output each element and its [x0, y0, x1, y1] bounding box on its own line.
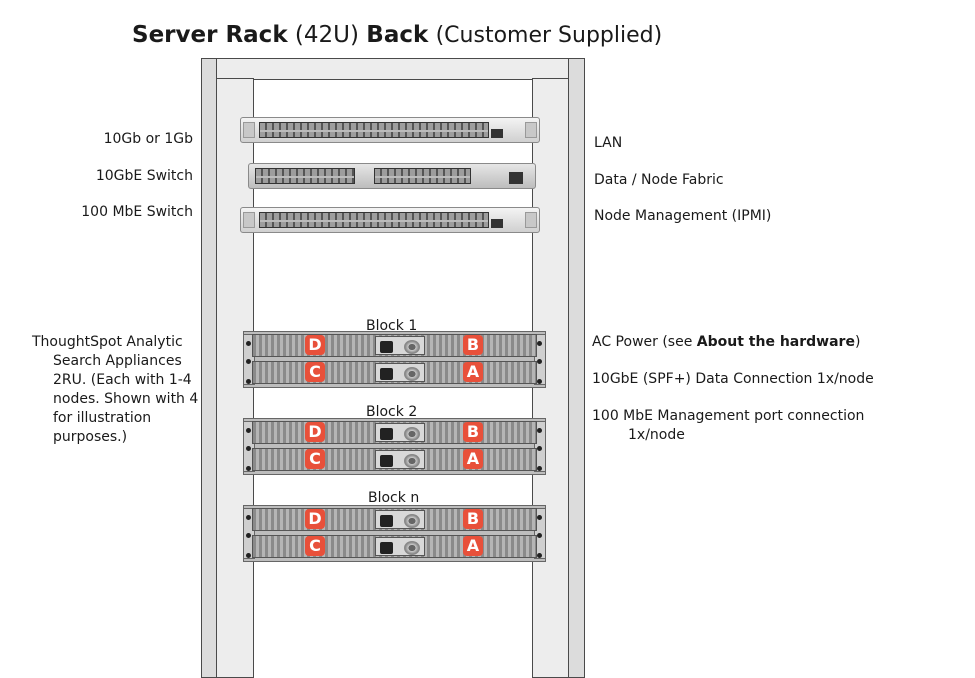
management-port: [509, 172, 523, 184]
title-note: (Customer Supplied): [435, 23, 663, 48]
appliance-line: ThoughtSpot Analytic: [32, 334, 183, 350]
switch-ear: [243, 212, 255, 228]
power-supply: [375, 336, 425, 355]
appliance-line: nodes. Shown with 4: [53, 391, 199, 407]
rack-top-rail: [216, 58, 570, 80]
port-array: [374, 168, 471, 184]
mounting-ear: [534, 421, 546, 472]
mounting-ear: [534, 508, 546, 559]
label-lan: LAN: [594, 135, 623, 151]
node-badge: B: [463, 509, 483, 529]
label-data-switch: 10GbE Switch: [95, 168, 193, 184]
node-badge: C: [305, 536, 325, 556]
node-badge: A: [463, 362, 483, 382]
node-badge: A: [463, 536, 483, 556]
appliance-line: 2RU. (Each with 1-4: [53, 372, 192, 388]
title-rack: Server Rack: [132, 22, 288, 48]
power-supply: [375, 423, 425, 442]
port-array: [259, 122, 489, 138]
power-supply: [375, 450, 425, 469]
ac-power-text: AC Power (see: [592, 334, 697, 350]
rack-post-right-outer: [568, 58, 585, 678]
power-supply: [375, 537, 425, 556]
management-switch: [240, 207, 540, 233]
title-units: (42U): [294, 22, 359, 48]
label-data-connection: 10GbE (SPF+) Data Connection 1x/node: [592, 371, 874, 387]
node-badge: C: [305, 362, 325, 382]
console-port: [491, 129, 503, 138]
switch-ear: [243, 122, 255, 138]
label-node-management: Node Management (IPMI): [594, 208, 772, 224]
label-lan-switch: 10Gb or 1Gb: [103, 131, 193, 147]
block-label: Block 1: [366, 318, 418, 334]
node-badge: A: [463, 449, 483, 469]
appliance-line: purposes.): [53, 429, 128, 445]
port-array: [259, 212, 489, 228]
switch-ear: [525, 122, 537, 138]
mounting-ear: [534, 334, 546, 385]
label-data-fabric: Data / Node Fabric: [594, 172, 724, 188]
node-badge: D: [305, 422, 325, 442]
data-fabric-switch: [248, 163, 536, 189]
diagram-title: Server Rack (42U) Back (Customer Supplie…: [132, 22, 662, 48]
switch-ear: [525, 212, 537, 228]
label-ac-power: AC Power (see About the hardware): [592, 333, 860, 352]
ac-power-close: ): [854, 334, 861, 350]
node-badge: D: [305, 509, 325, 529]
node-badge: B: [463, 335, 483, 355]
about-hardware-link[interactable]: About the hardware: [696, 334, 855, 350]
appliance-line: Search Appliances: [53, 353, 182, 369]
power-supply: [375, 363, 425, 382]
label-mgmt-connection-cont: 1x/node: [628, 427, 685, 443]
lan-switch: [240, 117, 540, 143]
port-array: [255, 168, 355, 184]
block-label: Block 2: [366, 404, 418, 420]
node-badge: B: [463, 422, 483, 442]
power-supply: [375, 510, 425, 529]
title-side: Back: [366, 22, 429, 48]
block-label: Block n: [368, 490, 420, 506]
label-mgmt-connection: 100 MbE Management port connection: [592, 408, 865, 424]
node-badge: C: [305, 449, 325, 469]
console-port: [491, 219, 503, 228]
label-mgmt-switch: 100 MbE Switch: [81, 204, 193, 220]
appliance-line: for illustration: [53, 410, 152, 426]
node-badge: D: [305, 335, 325, 355]
